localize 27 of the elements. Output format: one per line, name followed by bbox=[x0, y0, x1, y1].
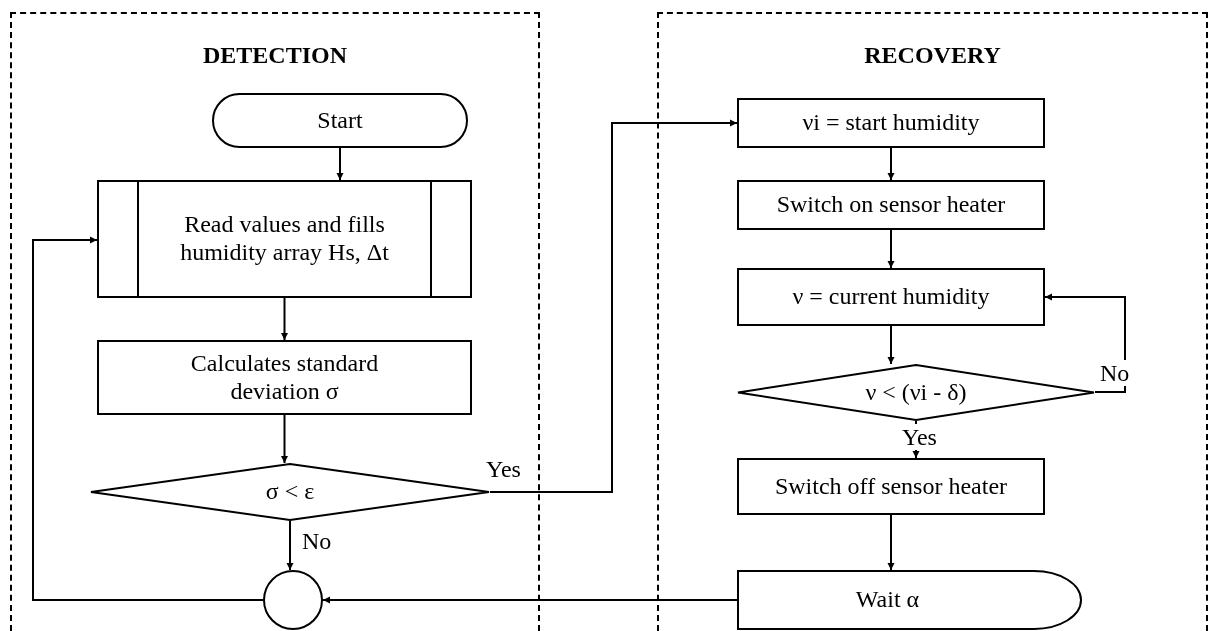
dashed-section-frame bbox=[10, 12, 540, 631]
subroutine-box: Read values and fills humidity array Hs, Δt bbox=[97, 180, 472, 298]
process-box: νi = start humidity bbox=[737, 98, 1045, 148]
terminal-shape: Wait α bbox=[737, 570, 1082, 630]
section-heading: DETECTION bbox=[201, 42, 348, 70]
process-box: Calculates standard deviation σ bbox=[97, 340, 472, 415]
arrow bbox=[32, 236, 264, 601]
arrow bbox=[281, 414, 288, 464]
arrow bbox=[489, 119, 738, 493]
arrow bbox=[887, 325, 895, 365]
connector-circle bbox=[263, 570, 323, 630]
edge-label: No bbox=[1098, 360, 1132, 387]
dashed-section-frame bbox=[657, 12, 1208, 631]
process-box: ν = current humidity bbox=[737, 268, 1045, 326]
arrow bbox=[286, 520, 294, 571]
arrow bbox=[887, 147, 895, 181]
arrow bbox=[887, 514, 895, 571]
process-box: Switch off sensor heater bbox=[737, 458, 1045, 515]
process-box: Switch on sensor heater bbox=[737, 180, 1045, 230]
arrow bbox=[336, 147, 344, 181]
terminal-shape: Start bbox=[212, 93, 468, 148]
arrow bbox=[1044, 293, 1126, 393]
decision-diamond: ν < (νi - δ) bbox=[737, 364, 1095, 421]
section-heading: RECOVERY bbox=[863, 42, 1002, 70]
arrow bbox=[887, 229, 895, 269]
arrow bbox=[322, 596, 738, 604]
arrow bbox=[281, 297, 288, 341]
